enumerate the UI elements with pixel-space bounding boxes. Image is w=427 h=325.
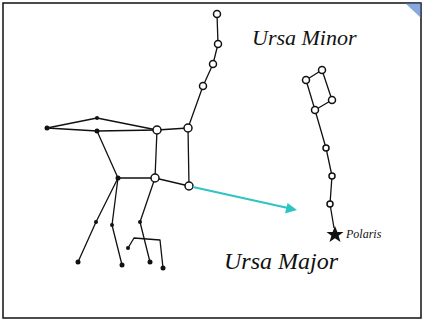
constellation-name: Ursa Major xyxy=(224,248,338,274)
ursa-minor-lines xyxy=(306,70,334,228)
ursa-minor-stars xyxy=(303,67,336,208)
constellation-name: Ursa Minor xyxy=(252,26,357,50)
pointer-arrow xyxy=(193,187,297,214)
frame xyxy=(3,3,421,318)
polaris-star xyxy=(327,226,344,242)
ursa-major-lines xyxy=(47,14,218,268)
corner-mark xyxy=(405,3,421,18)
ursa-major-stars xyxy=(45,116,166,271)
ursa-major-dipper-stars xyxy=(151,11,222,191)
star-name: Polaris xyxy=(346,228,381,241)
